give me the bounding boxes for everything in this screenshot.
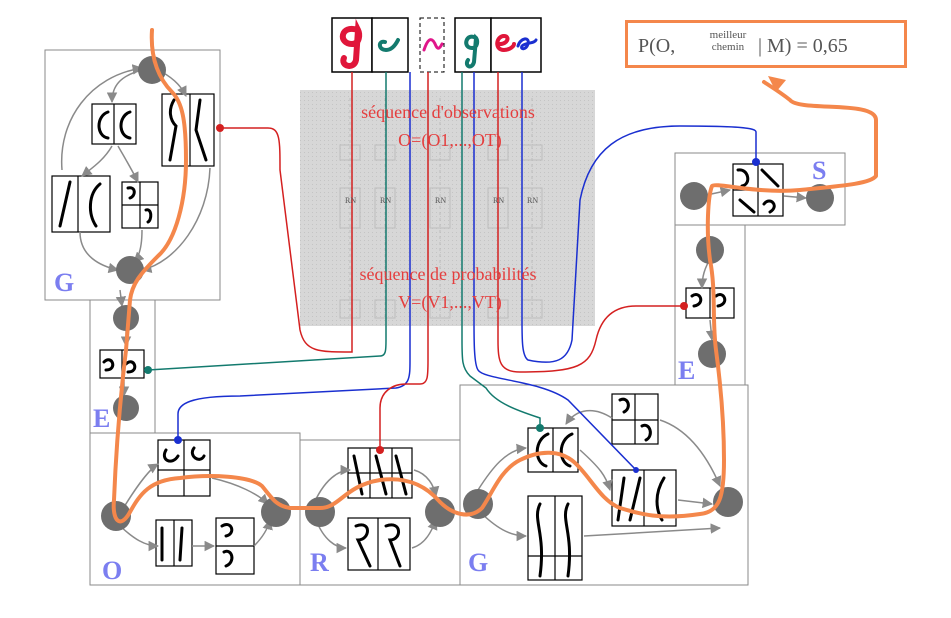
model-label-e2: E [678,356,696,385]
model-label-e1: E [93,404,111,433]
nn-label-2: RN [380,196,392,205]
nn-label-5: RN [527,196,539,205]
model-label-s: S [812,156,827,185]
state-g1-b [116,256,144,284]
neural-network-panel [300,90,595,326]
link-teal-g2 [461,72,541,428]
handwritten-segments [331,17,542,73]
state-s-b [806,184,834,212]
nn-label-4: RN [493,196,505,205]
probability-sequence-title: séquence de probabilités [359,264,537,284]
observation-sequence-title: séquence d'observations [361,102,535,122]
state-g2-a [463,489,493,519]
nn-label-3: RN [435,196,447,205]
model-label-o: O [102,556,123,585]
state-e1-b [113,395,139,421]
probability-suffix: | M) = 0,65 [758,35,848,57]
link-blue-s [521,72,757,363]
best-path [111,28,878,524]
link-blue-o [177,72,411,440]
observation-links [147,72,757,471]
nn-label-1: RN [345,196,357,205]
probability-prefix: P(O, [638,35,676,57]
state-e1-a [113,305,139,331]
link-red-e2 [497,72,684,373]
probability-sub: chemin [711,41,745,53]
state-r-a [305,497,335,527]
probability-sup: meilleur [709,29,747,41]
link-blue-g2 [473,72,637,471]
probability-sequence-formula: V=(V1,...,VT) [398,292,502,312]
state-r-b [425,497,455,527]
link-teal-e1 [147,72,387,371]
best-path-subscript: meilleur chemin [702,29,754,53]
model-box-g2 [459,384,749,586]
link-red-r [379,72,429,450]
best-path-arrowhead [768,76,786,92]
state-s-a [680,182,708,210]
link-endpoints [144,124,760,473]
probability-box: P(O, meilleur chemin | M) = 0,65 [625,20,907,68]
model-label-g2: G [468,548,489,577]
link-red-g1 [220,72,353,353]
state-e2-b [698,340,726,368]
model-label-r: R [310,548,329,577]
model-label-g1: G [54,268,75,297]
observation-sequence-formula: O=(O1,...,OT) [398,130,502,150]
